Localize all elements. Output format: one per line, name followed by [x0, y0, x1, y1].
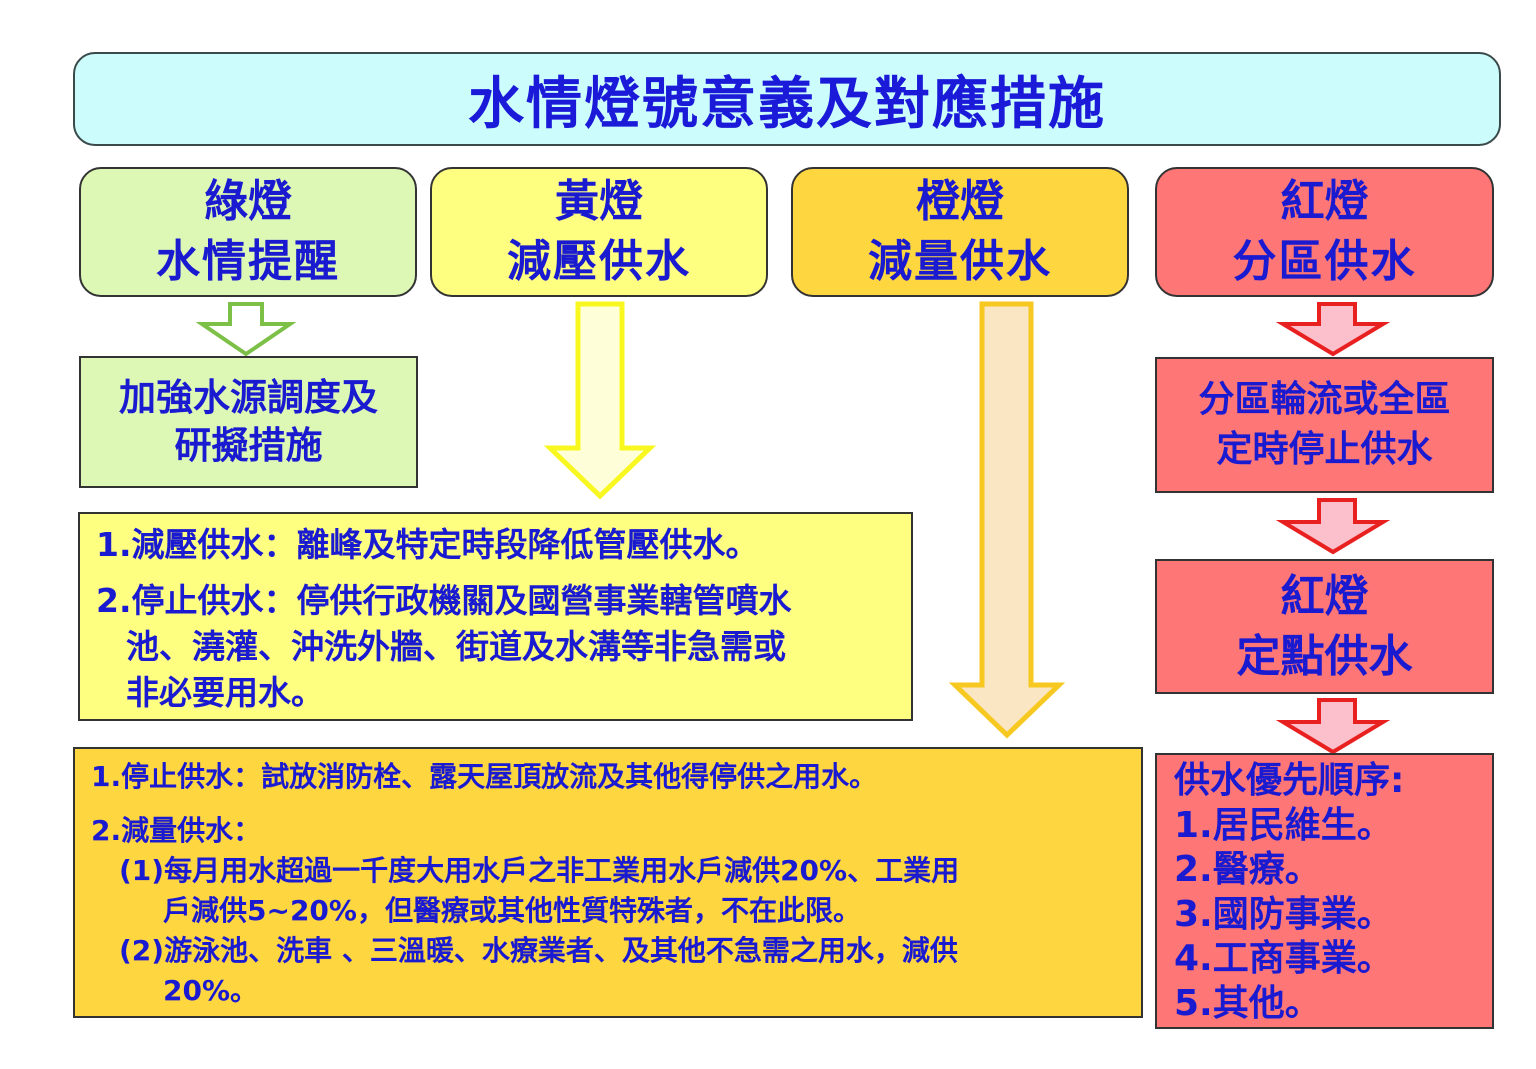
yellow-measure-item: 1.減壓供水：離峰及特定時段降低管壓供水。 [96, 525, 759, 564]
orange-measures-box: 1.停止供水：試放消防栓、露天屋頂放流及其他得停供之用水。 2.減量供水： (1… [73, 747, 1143, 1018]
priority-item: 1.居民維生。 [1174, 804, 1393, 846]
yellow-measure-item: 池、澆灌、沖洗外牆、街道及水溝等非急需或 [126, 627, 786, 666]
priority-item: 3.國防事業。 [1174, 893, 1393, 935]
yellow-measure-item: 2.停止供水：停供行政機關及國營事業轄管噴水 [96, 581, 792, 620]
priority-item: 4.工商事業。 [1174, 938, 1393, 979]
level-name: 水情提醒 [156, 236, 340, 287]
priority-item: 5.其他。 [1174, 982, 1321, 1024]
orange-measure-item: 1.停止供水：試放消防栓、露天屋頂放流及其他得停供之用水。 [91, 760, 878, 793]
red-down-arrow-icon [1275, 302, 1391, 357]
red-step-rotation-box: 分區輪流或全區 定時停止供水 [1155, 357, 1494, 493]
green-measure-box: 加強水源調度及 研擬措施 [79, 356, 418, 488]
level-light: 紅燈 [1280, 176, 1369, 227]
level-orange-header: 橙燈 減量供水 [791, 167, 1129, 297]
orange-measure-item: (2)游泳池、洗車 、三溫暖、水療業者、及其他不急需之用水，減供 [119, 934, 958, 967]
green-down-arrow-icon [195, 302, 297, 357]
yellow-down-arrow-icon [543, 301, 657, 500]
yellow-measure-item: 非必要用水。 [126, 673, 324, 712]
orange-measure-item: (1)每月用水超過一千度大用水戶之非工業用水戶減供20%、工業用 [119, 854, 960, 887]
level-name: 減量供水 [868, 236, 1052, 287]
priority-title: 供水優先順序: [1174, 760, 1405, 801]
red-down-arrow-icon [1275, 698, 1391, 755]
level-light: 綠燈 [204, 176, 292, 227]
red-down-arrow-icon [1275, 498, 1391, 555]
level-name: 減壓供水 [507, 236, 691, 287]
red-step-line: 定時停止供水 [1216, 429, 1433, 470]
orange-measure-item: 2.減量供水： [91, 814, 262, 847]
level-yellow-header: 黃燈 減壓供水 [430, 167, 768, 297]
red-step-line: 分區輪流或全區 [1198, 379, 1451, 420]
green-measure-line: 加強水源調度及 [119, 376, 378, 419]
red-step-fixed-point-box: 紅燈 定點供水 [1155, 559, 1494, 694]
title-banner: 水情燈號意義及對應措施 [73, 52, 1501, 146]
level-green-header: 綠燈 水情提醒 [79, 167, 417, 297]
level-red-header: 紅燈 分區供水 [1155, 167, 1494, 297]
level-name: 分區供水 [1232, 236, 1417, 287]
orange-measure-item: 戶減供5~20%，但醫療或其他性質特殊者，不在此限。 [163, 894, 861, 927]
level-light: 橙燈 [916, 176, 1004, 227]
red-step-line: 紅燈 [1280, 570, 1369, 622]
level-light: 黃燈 [555, 176, 643, 227]
red-step-line: 定點供水 [1236, 630, 1413, 682]
priority-item: 2.醫療。 [1174, 849, 1321, 890]
green-measure-line: 研擬措施 [174, 424, 323, 467]
supply-priority-box: 供水優先順序: 1.居民維生。 2.醫療。 3.國防事業。 4.工商事業。 5.… [1155, 753, 1494, 1029]
page-title: 水情燈號意義及對應措施 [468, 71, 1106, 137]
orange-measure-item: 20%。 [163, 974, 259, 1007]
yellow-measures-box: 1.減壓供水：離峰及特定時段降低管壓供水。 2.停止供水：停供行政機關及國營事業… [78, 512, 913, 721]
orange-down-arrow-icon [948, 301, 1066, 739]
